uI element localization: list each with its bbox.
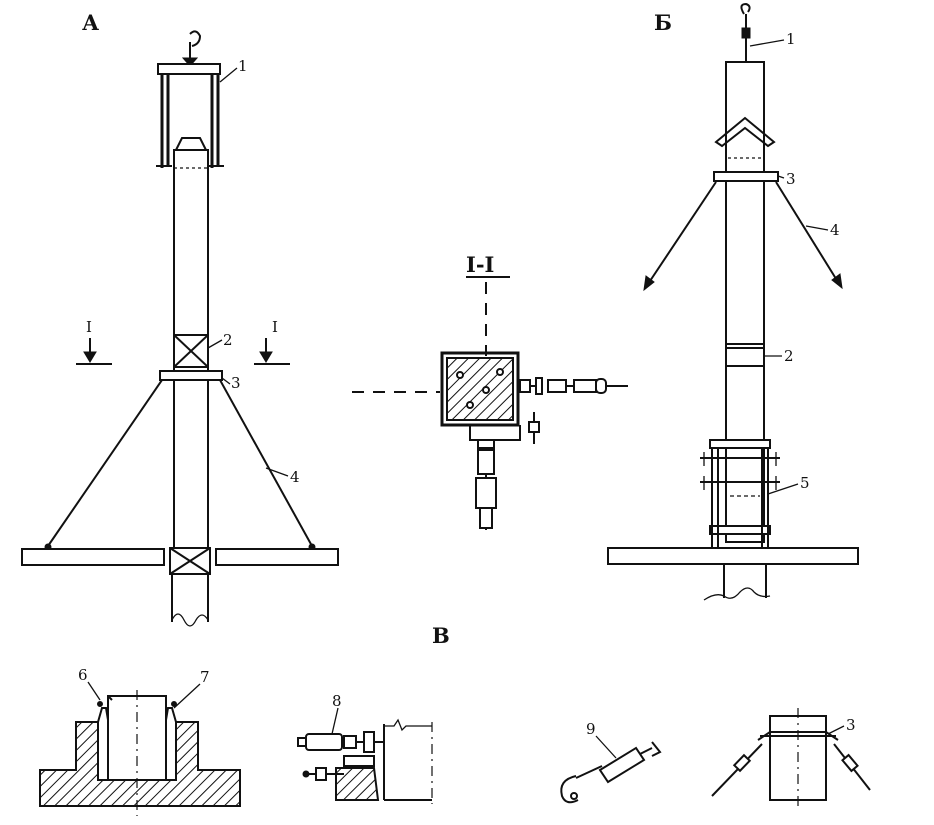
view-c-label: В (432, 623, 450, 648)
section-i-i: I-I (352, 252, 628, 530)
label-c6: 6 (78, 666, 88, 684)
socket-foundation-detail (39, 690, 241, 816)
column-b (714, 61, 776, 543)
label-b1: 1 (786, 30, 796, 48)
label-b5: 5 (800, 474, 810, 492)
section-mark-left: I (86, 318, 92, 336)
view-a: А 1 (21, 10, 339, 627)
column-a (169, 149, 211, 627)
collar-detail (711, 708, 871, 808)
lifting-frame (156, 63, 224, 168)
section-mark-right: I (272, 318, 278, 336)
view-b: Б 1 2 3 4 (607, 2, 859, 601)
adjuster-detail (297, 718, 433, 804)
label-a2: 2 (223, 331, 233, 349)
view-c: В 6 7 (39, 623, 871, 816)
label-c9: 9 (586, 720, 596, 738)
floor-slab-a-right (215, 548, 339, 566)
collar-b (713, 171, 779, 182)
horizontal-strut (518, 377, 628, 444)
collar-a (159, 370, 223, 381)
label-c3: 3 (846, 716, 856, 734)
label-b3: 3 (786, 170, 796, 188)
label-a3: 3 (231, 374, 241, 392)
view-a-label: А (82, 10, 99, 35)
label-b4: 4 (830, 221, 840, 239)
label-c8: 8 (332, 692, 342, 710)
label-c7: 7 (200, 668, 210, 686)
hook-coupling-detail (560, 741, 662, 804)
section-title: I-I (466, 252, 494, 277)
floor-slab-b (607, 547, 859, 565)
label-a4: 4 (290, 468, 300, 486)
label-b2: 2 (784, 347, 794, 365)
view-b-label: Б (654, 10, 672, 35)
label-a1: 1 (238, 57, 248, 75)
floor-slab-a-left (21, 548, 165, 566)
crane-hook-a (181, 30, 202, 67)
vertical-strut (475, 439, 497, 530)
